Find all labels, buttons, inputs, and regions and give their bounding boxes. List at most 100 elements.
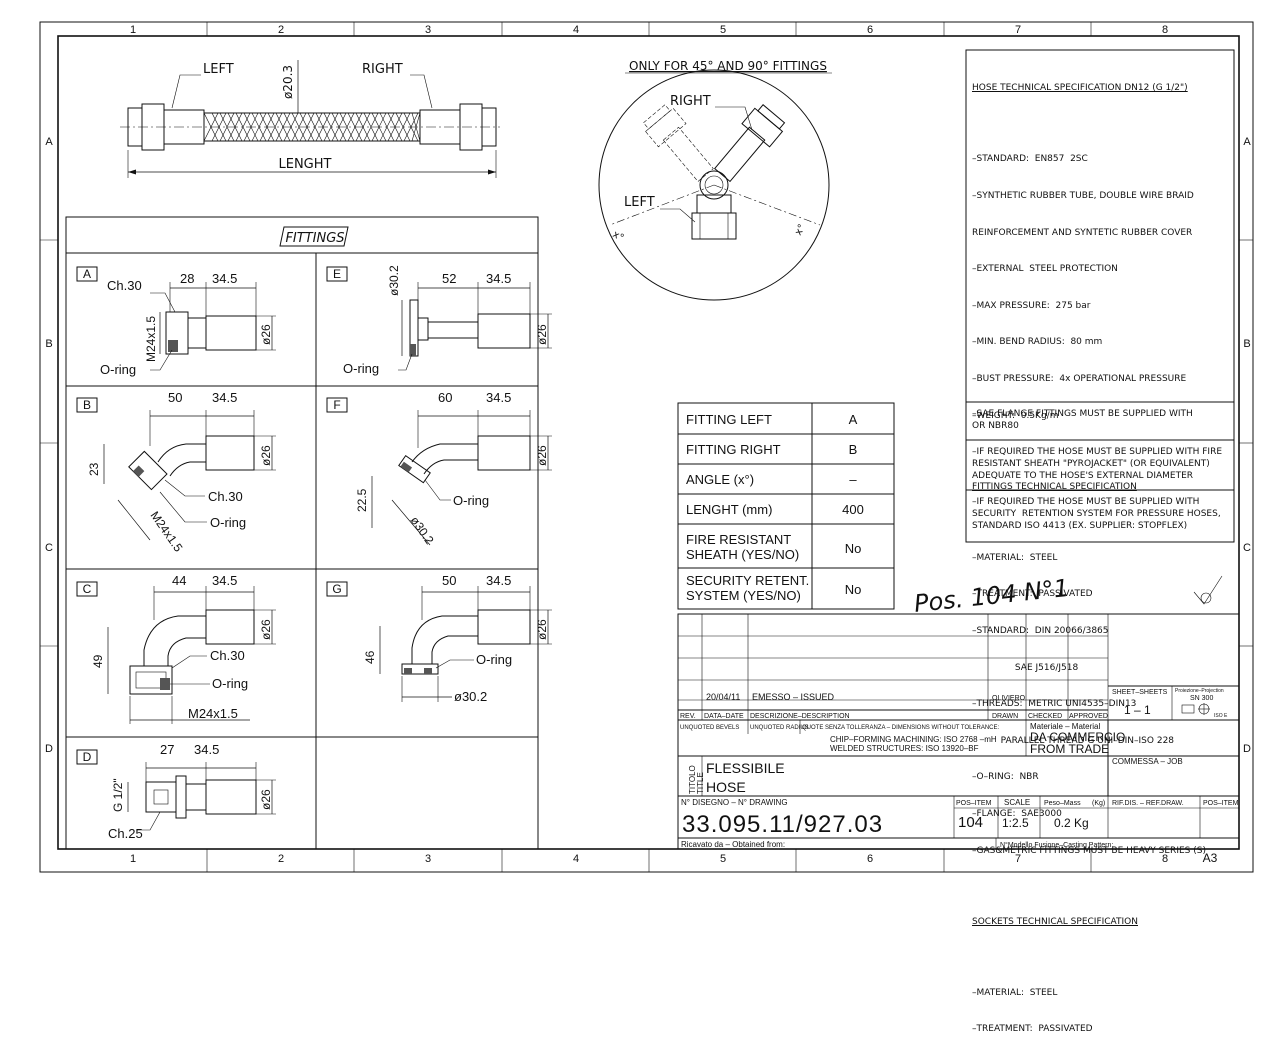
sockets-spec-title: SOCKETS TECHNICAL SPECIFICATION [972,916,1138,927]
fitting-a-tag: A [83,267,91,281]
angle-view-title: ONLY FOR 45° AND 90° FITTINGS [629,59,827,73]
rev-date: 20/04/11 [706,692,740,702]
fitting-d-drawing: 27 34.5 G 1/2" Ch.25 ø26 [108,742,276,841]
projection-std: SN 300 [1190,695,1213,702]
hose-assembly-view: ø20.3 LEFT RIGHT LENGHT [120,60,500,178]
fittings-spec-line: –O–RING: NBR [972,772,1039,783]
fittings-spec-line: –FLANGE: SAE3000 [972,808,1062,819]
col-drawn: DRAWN [992,713,1018,720]
fitting-a-dim2: 34.5 [212,271,237,286]
grid-row-a-right: A [1243,136,1251,148]
grid-row-b: B [45,338,52,350]
fitting-a-oring: O-ring [100,362,136,377]
hose-right-label: RIGHT [362,62,403,77]
sockets-spec-line: –TREATMENT: PASSIVATED [972,1024,1093,1035]
hose-spec-line: –SYNTHETIC RUBBER TUBE, DOUBLE WIRE BRAI… [972,191,1194,202]
col-description: DESCRIZIONE–DESCRIPTION [750,713,850,720]
grid-col-2: 2 [278,24,284,36]
hose-spec-line: REINFORCEMENT AND SYNTETIC RUBBER COVER [972,227,1193,238]
fittings-spec-line: –TREATMENT: PASSIVATED [972,589,1093,600]
fitting-c-dim2: 34.5 [212,573,237,588]
welded-structures: WELDED STRUCTURES: ISO 13920–BF [830,744,979,753]
grid-col-4: 4 [573,24,579,36]
fittings-spec-line: –THREADS: METRIC UNI4535–DIN13 [972,699,1137,710]
fitting-g-drawing: 50 34.5 46 O-ring ø30.2 ø26 [363,573,552,704]
scale-label: SCALE [1004,798,1030,807]
title-label: TITOLOTITLE [688,765,705,794]
grid-col-6-bottom: 6 [867,853,873,865]
fitting-b-ch: Ch.30 [208,489,243,504]
label-continuation: SYSTEM (YES/NO) [686,588,801,603]
fitting-c-thread: M24x1.5 [188,706,238,721]
angle-right-label: RIGHT [670,94,711,109]
pos-value: 104 [958,814,983,831]
grid-col-5: 5 [720,24,726,36]
unquoted-radius: UNQUOTED RADIUS [750,725,809,731]
config-value-fitting-left: A [849,412,858,427]
fitting-a-dia: ø26 [259,324,273,345]
grid-row-c-right: C [1243,542,1251,554]
projection-label: Proiezione–Projection [1175,688,1224,694]
col-date: DATA–DATE [704,713,744,720]
hose-spec-line: –EXTERNAL STEEL PROTECTION [972,264,1118,275]
fitting-c-height: 49 [91,654,105,668]
config-label-security: SECURITY RETENT.SYSTEM (YES/NO) [686,573,809,603]
fitting-g-oring: O-ring [476,652,512,667]
spec-box [965,49,1235,543]
fitting-e-dia: ø26 [535,324,549,345]
fitting-f-oring: O-ring [453,493,489,508]
hose-spec-line: –WEIGHT: 0.5Kg/m [972,410,1059,421]
fitting-c-dia: ø26 [259,619,273,640]
hose-diameter-label: ø20.3 [281,65,295,99]
fitting-b-dia: ø26 [259,445,273,466]
fitting-f-dim2: 34.5 [486,390,511,405]
fitting-f-dia: ø26 [535,445,549,466]
fitting-d-tag: D [83,750,92,764]
fitting-c-oring: O-ring [212,676,248,691]
material-line-2: FROM TRADE [1030,742,1109,756]
fitting-a-thread: M24x1.5 [144,316,158,362]
angle-mark-left: x° [611,229,626,244]
fittings-spec-title: FITTINGS TECHNICAL SPECIFICATION [972,481,1137,492]
fitting-d-dia: ø26 [259,789,273,810]
grid-row-c: C [45,542,53,554]
fitting-f-height: 22.5 [355,488,369,512]
hose-spec-line: –MAX PRESSURE: 275 bar [972,300,1091,311]
grid-col-7-bottom: 7 [1015,853,1021,865]
fitting-c-ch: Ch.30 [210,648,245,663]
drawing-no-label: N° DISEGNO – N° DRAWING [681,798,788,807]
fitting-b-dim2: 34.5 [212,390,237,405]
grid-col-3-bottom: 3 [425,853,431,865]
col-checked: CHECKED [1028,713,1062,720]
rev-description: EMESSO – ISSUED [752,692,835,702]
grid-row-a: A [45,136,53,148]
fittings-spec-line: PARALLEL THREAD G UNI–DIN–ISO 228 [972,735,1175,746]
config-label-length: LENGHT (mm) [686,502,772,517]
fitting-g-dia: ø26 [535,619,549,640]
fitting-f-flange: ø30.2 [408,514,437,547]
projection-symbol-icon [1181,703,1210,715]
tolerance-label: QUOTE SENZA TOLLERANZA – DIMENSIONS WITH… [802,725,999,731]
config-value-length: 400 [842,502,864,517]
scale-value: 1:2.5 [1002,816,1029,830]
config-value-fire-sheath: No [845,541,862,556]
spec-note-fire-sheath: –IF REQUIRED THE HOSE MUST BE SUPPLIED W… [972,447,1223,482]
angle-mark-right: x° [793,223,808,238]
drawing-number: 33.095.11/927.03 [682,811,883,838]
check-mark-icon [1193,575,1223,605]
grid-col-1-bottom: 1 [130,853,136,865]
fitting-a-drawing: 28 34.5 Ch.30 M24x1.5 O-ring ø26 [100,271,276,377]
fitting-f-drawing: 60 34.5 22.5 O-ring ø30.2 ø26 [355,390,552,547]
technical-drawing: 1 2 3 4 5 6 7 8 1 2 3 4 5 6 7 8 A B C D … [39,21,1254,873]
grid-col-4-bottom: 4 [573,853,579,865]
fitting-d-dim2: 34.5 [194,742,219,757]
fitting-a-dim1: 28 [180,271,194,286]
grid-row-d-right: D [1243,743,1251,755]
job-label: COMMESSA – JOB [1112,757,1183,766]
fitting-a-ch: Ch.30 [107,278,142,293]
fitting-b-drawing: 50 34.5 23 Ch.30 O-ring M24x1.5 ø26 [87,390,276,555]
fitting-c-dim1: 44 [172,573,186,588]
config-label-fitting-left: FITTING LEFT [686,412,772,427]
material-line-1: DA COMMERCIO [1030,730,1125,744]
chip-forming: CHIP–FORMING MACHINING: ISO 2768 –mH [830,735,997,744]
